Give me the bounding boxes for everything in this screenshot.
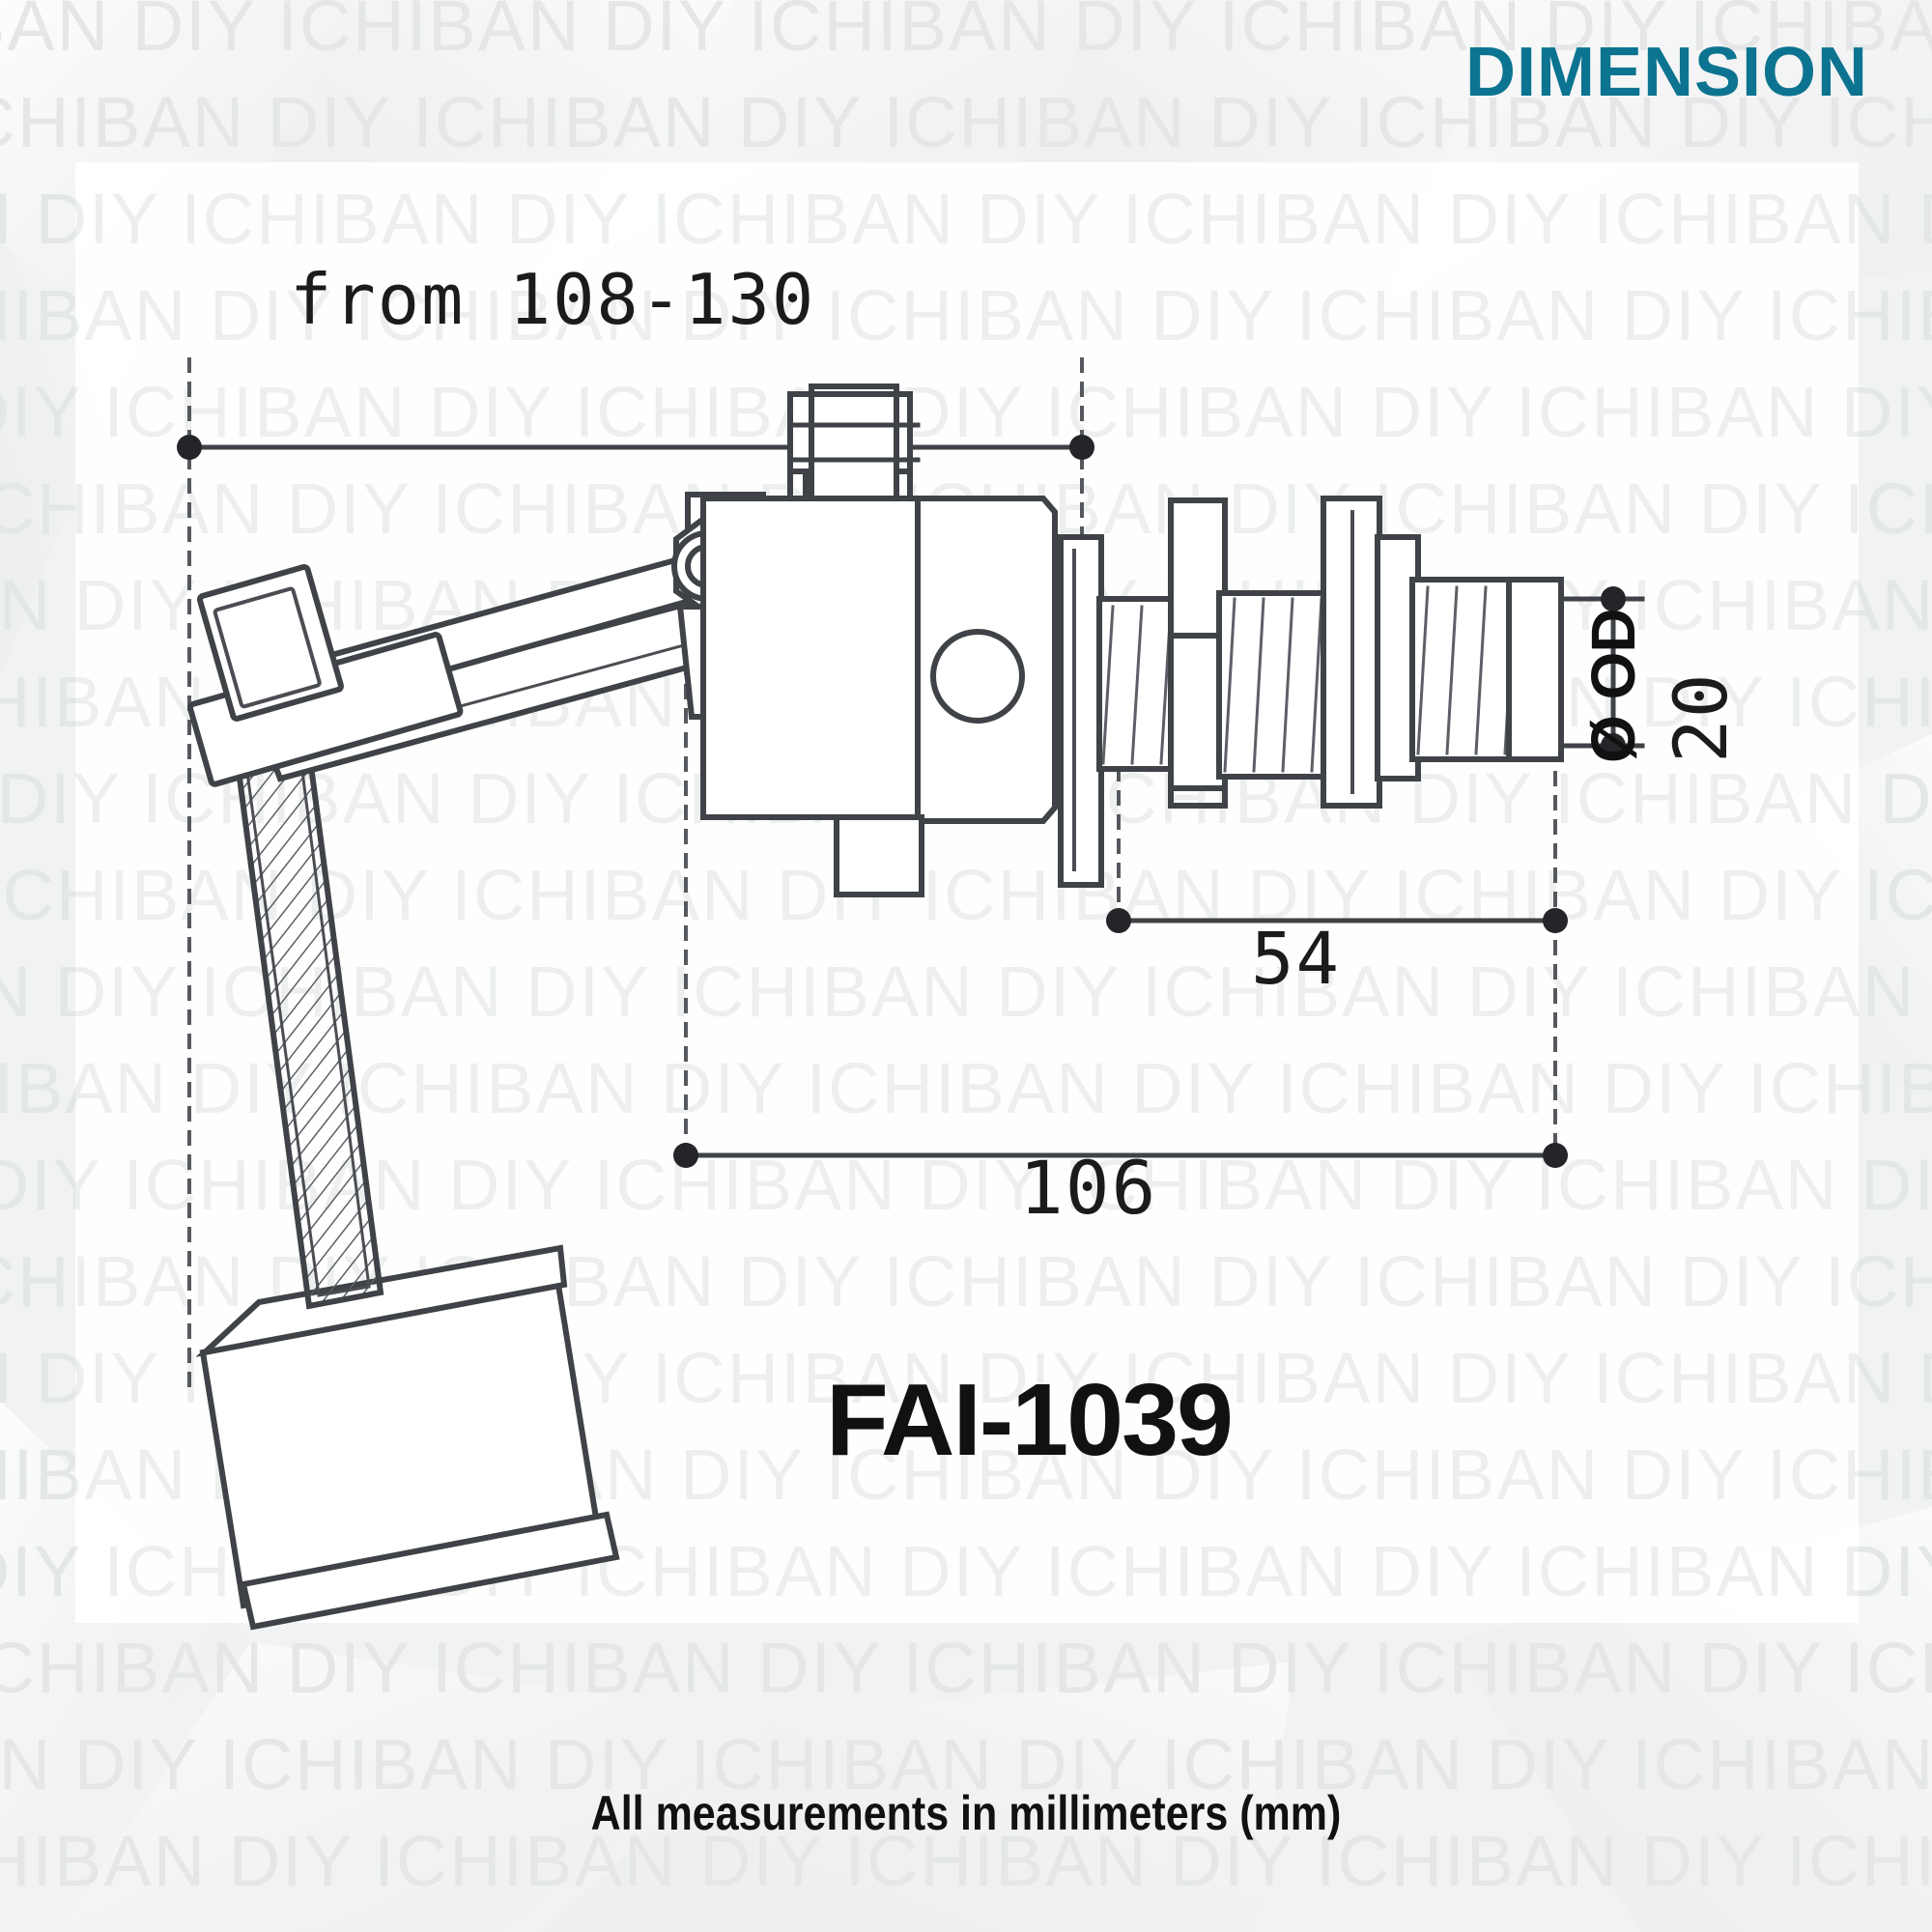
flange-disc-2 [1168,497,1228,809]
dimension-label-54: 54 [1251,918,1342,1001]
footer-note: All measurements in millimeters (mm) [590,1786,1342,1840]
dimension-label-od: Ø OD [1578,609,1648,763]
lamp-stem [234,748,384,1310]
dimension-value-od: 20 [1658,672,1744,763]
dimension-label-106: 106 [1019,1145,1158,1231]
watermark-row: ICHIBAN DIY ICHIBAN DIY ICHIBAN DIY ICHI… [0,1821,1932,1901]
lamp-pivot-block [186,563,464,787]
product-code: FAI-1039 [826,1363,1234,1477]
dimension-label-od-group: Ø OD 20 [1578,551,1821,763]
lamp-housing [700,496,1058,897]
watermark-row: ICHIBAN DIY ICHIBAN DIY ICHIBAN DIY ICHI… [0,82,1932,162]
watermark-row: ICHIBAN DIY ICHIBAN DIY ICHIBAN DIY ICHI… [0,275,1932,355]
lamp-base-cap [195,1244,568,1357]
flange-disc-1 [1058,534,1104,888]
end-cap [1506,577,1564,762]
watermark-row: ICHIBAN DIY ICHIBAN DIY ICHIBAN DIY ICHI… [0,372,1932,452]
dimension-line-od [1554,586,1645,758]
dimension-label-overall: from 108-130 [290,259,816,340]
page-title: DIMENSION [1464,34,1868,111]
flange-disc-3 [1321,496,1382,809]
watermark-row: ICHIBAN DIY ICHIBAN DIY ICHIBAN DIY ICHI… [0,0,1932,66]
threaded-barrel-1 [1096,596,1220,772]
dimension-line-top [177,435,1094,460]
watermark-row: ICHIBAN DIY ICHIBAN DIY ICHIBAN DIY ICHI… [0,179,1932,259]
watermark-row: ICHIBAN DIY ICHIBAN DIY ICHIBAN DIY ICHI… [0,1628,1932,1708]
dimension-line-54 [1106,908,1568,933]
watermark-row: ICHIBAN DIY ICHIBAN DIY ICHIBAN DIY ICHI… [0,1724,1932,1804]
dimension-line-106 [673,1143,1568,1168]
